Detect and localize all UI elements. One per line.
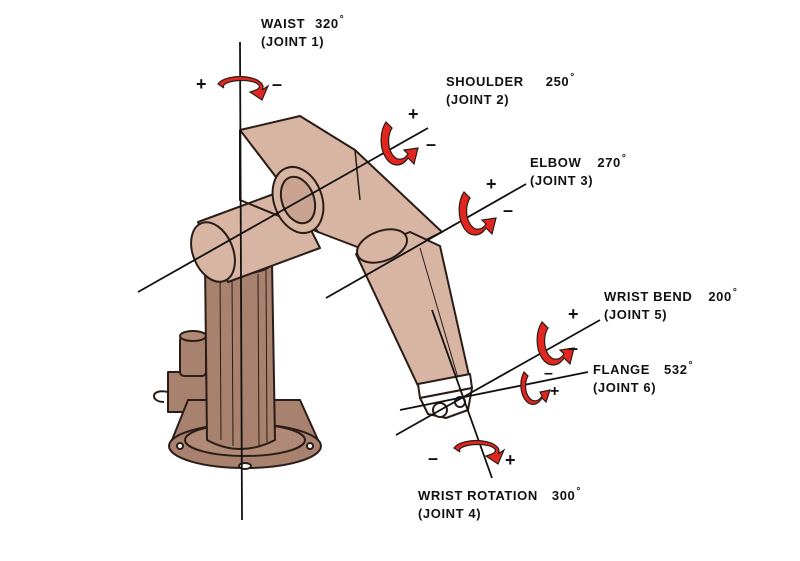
- shoulder-axis: [137, 127, 429, 293]
- joint-label-flange: FLANGE 532° (JOINT 6): [593, 360, 694, 396]
- joint-name: ELBOW: [530, 155, 582, 170]
- flange-rotation-arrow-icon: [520, 371, 551, 405]
- wrist-rotation-axis: [431, 309, 493, 479]
- degree-symbol: °: [576, 486, 581, 497]
- flange-axis: [399, 371, 589, 411]
- wrist-rotation-plus-sign: +: [505, 450, 517, 470]
- wrist-rotation-arrow-icon: [453, 439, 506, 465]
- joint-name: WRIST ROTATION: [418, 488, 538, 503]
- flange-plus-sign: +: [550, 383, 560, 400]
- joint-number: (JOINT 2): [446, 92, 510, 107]
- joint-number: (JOINT 3): [530, 173, 594, 188]
- degree-symbol: °: [688, 360, 694, 371]
- wrist-bend-plus-sign: +: [568, 304, 580, 324]
- degree-symbol: °: [732, 287, 738, 298]
- joint-label-waist: WAIST 320° (JOINT 1): [261, 14, 345, 50]
- shoulder-rotation-arrow-icon: [380, 121, 419, 166]
- elbow-rotation-arrow-icon: [458, 191, 497, 236]
- waist-plus-sign: +: [196, 74, 208, 94]
- joint-name: WRIST BEND: [604, 289, 693, 304]
- joint-label-wrist-bend: WRIST BEND 200° (JOINT 5): [604, 287, 738, 323]
- joint-angle: 300: [551, 488, 576, 503]
- joint-number: (JOINT 6): [593, 380, 657, 395]
- joint-name: SHOULDER: [446, 74, 524, 89]
- wrist-rotation-minus-sign: –: [428, 448, 439, 468]
- waist-minus-sign: –: [272, 74, 283, 94]
- joint-label-elbow: ELBOW 270° (JOINT 3): [530, 153, 627, 189]
- joint-name: FLANGE: [593, 362, 651, 377]
- elbow-plus-sign: +: [486, 174, 498, 194]
- shoulder-minus-sign: –: [426, 134, 437, 154]
- joint-number: (JOINT 4): [418, 506, 482, 521]
- degree-symbol: °: [621, 153, 627, 164]
- joint-number: (JOINT 1): [261, 34, 325, 49]
- degree-symbol: °: [570, 72, 575, 83]
- axis-lines: [137, 41, 601, 521]
- joint-number: (JOINT 5): [604, 307, 668, 322]
- joint-name: WAIST: [261, 16, 306, 31]
- robot-forearm: [355, 228, 473, 419]
- waist-rotation-arrow-icon: [217, 75, 270, 101]
- joint-angle: 320: [315, 16, 339, 31]
- wrist-bend-minus-sign: –: [568, 338, 579, 358]
- shoulder-plus-sign: +: [408, 104, 420, 124]
- wrist-bend-axis: [395, 319, 601, 436]
- elbow-minus-sign: –: [503, 200, 514, 220]
- joint-label-wrist-rotation: WRIST ROTATION 300° (JOINT 4): [418, 486, 581, 522]
- joint-angle: 250: [545, 74, 570, 89]
- joint-angle: 270: [597, 155, 621, 170]
- rotation-arrows: [217, 75, 575, 465]
- wrist-bend-rotation-arrow-icon: [536, 321, 575, 366]
- degree-symbol: °: [339, 14, 345, 25]
- joint-angle: 532: [664, 362, 688, 377]
- waist-axis: [239, 41, 243, 521]
- flange-minus-sign: –: [544, 365, 554, 382]
- joint-angle: 200: [708, 289, 732, 304]
- elbow-axis: [325, 183, 527, 299]
- joint-label-shoulder: SHOULDER 250° (JOINT 2): [446, 72, 575, 108]
